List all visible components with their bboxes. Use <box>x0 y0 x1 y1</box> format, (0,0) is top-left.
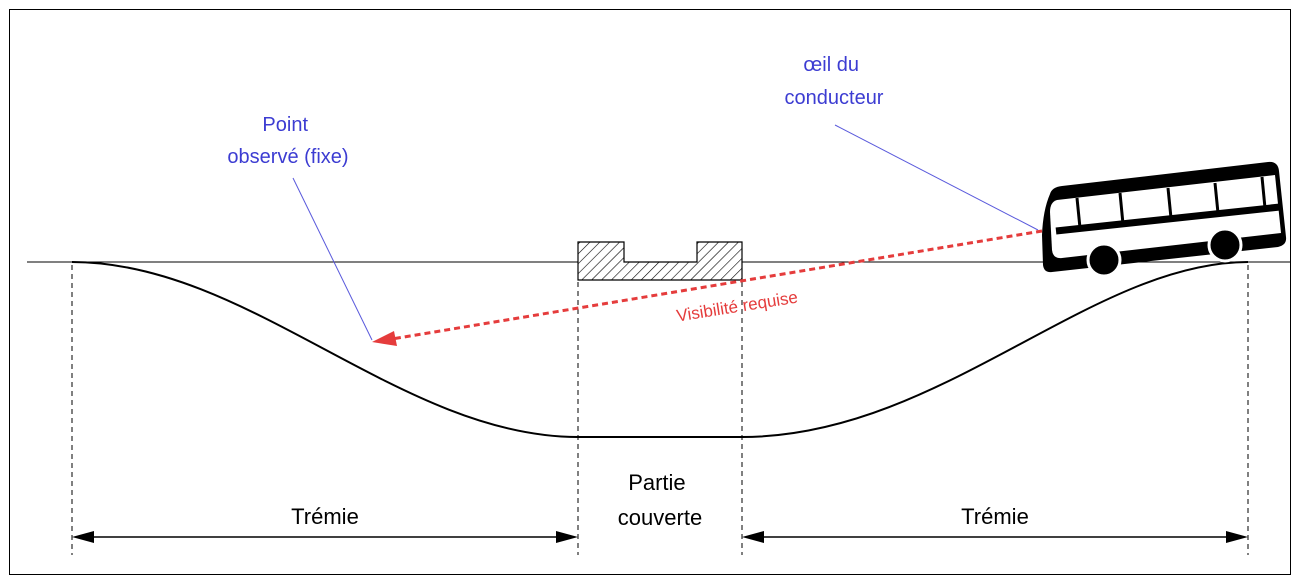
covered-zone-line-1: Partie <box>628 470 685 495</box>
driver-eye-line-1: œil du <box>803 54 859 76</box>
covered-zone-line-2: couverte <box>618 505 702 530</box>
driver-eye-leader <box>834 124 1039 231</box>
observed-point-leader <box>292 177 373 341</box>
arrowhead-left <box>72 531 94 543</box>
bus-icon <box>1042 161 1287 278</box>
bus-wheel-front <box>1086 242 1122 278</box>
observed-point-line-2: observé (fixe) <box>227 146 348 168</box>
left-zone-label: Trémie <box>291 504 359 529</box>
driver-eye-line-2: conducteur <box>785 87 884 109</box>
diagram-frame <box>9 9 1291 575</box>
arrowhead-right <box>1226 531 1248 543</box>
sight-line-arrowhead <box>372 331 397 346</box>
driver-eye-label: œil du conducteur <box>785 54 884 109</box>
bus-wheel-rear <box>1207 227 1243 263</box>
right-zone-label: Trémie <box>961 504 1029 529</box>
required-visibility-label: Visibilité requise <box>675 288 799 326</box>
dimension-right <box>742 531 1248 543</box>
covered-structure <box>577 241 743 281</box>
arrowhead-left <box>742 531 764 543</box>
dimension-left <box>72 531 578 543</box>
observed-point-label: Point observé (fixe) <box>227 114 348 168</box>
arrowhead-right <box>556 531 578 543</box>
observed-point-line-1: Point <box>262 114 308 136</box>
covered-zone-label: Partie couverte <box>618 470 702 530</box>
road-profile-curve <box>71 261 1249 438</box>
